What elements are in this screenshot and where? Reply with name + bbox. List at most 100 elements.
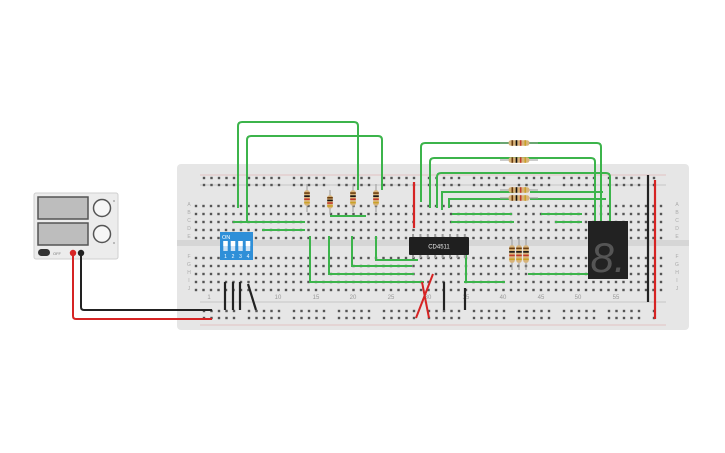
rail-hole[interactable] [367, 183, 371, 187]
breadboard-hole[interactable] [547, 288, 550, 292]
rail-hole[interactable] [352, 316, 356, 320]
breadboard-hole[interactable] [329, 212, 333, 216]
breadboard-hole[interactable] [329, 264, 333, 268]
breadboard-hole[interactable] [659, 220, 663, 224]
breadboard-hole[interactable] [232, 212, 235, 216]
rail-hole[interactable] [592, 316, 596, 320]
rail-hole[interactable] [577, 183, 581, 187]
breadboard-hole[interactable] [389, 228, 393, 232]
breadboard-hole[interactable] [247, 280, 250, 284]
rail-hole[interactable] [360, 316, 363, 320]
rail-hole[interactable] [457, 176, 461, 180]
resistor[interactable] [516, 245, 522, 263]
rail-hole[interactable] [630, 316, 633, 320]
breadboard-hole[interactable] [532, 264, 535, 268]
breadboard-hole[interactable] [292, 204, 295, 208]
rail-hole[interactable] [502, 309, 506, 313]
breadboard-hole[interactable] [652, 236, 655, 240]
rail-hole[interactable] [630, 309, 633, 313]
breadboard-hole[interactable] [209, 280, 213, 284]
breadboard-hole[interactable] [292, 236, 295, 240]
breadboard-hole[interactable] [292, 280, 295, 284]
breadboard-hole[interactable] [472, 236, 475, 240]
breadboard-hole[interactable] [554, 264, 558, 268]
breadboard-hole[interactable] [269, 264, 273, 268]
breadboard-hole[interactable] [224, 204, 228, 208]
breadboard-hole[interactable] [479, 204, 483, 208]
breadboard-hole[interactable] [404, 288, 408, 292]
breadboard-hole[interactable] [442, 220, 445, 224]
breadboard-hole[interactable] [472, 204, 475, 208]
breadboard-hole[interactable] [344, 256, 348, 260]
rail-hole[interactable] [472, 316, 476, 320]
breadboard-hole[interactable] [652, 256, 655, 260]
breadboard-hole[interactable] [502, 264, 505, 268]
breadboard-hole[interactable] [277, 236, 280, 240]
rail-hole[interactable] [232, 309, 236, 313]
breadboard-hole[interactable] [532, 236, 535, 240]
rail-hole[interactable] [577, 309, 581, 313]
breadboard-hole[interactable] [652, 228, 655, 232]
rail-hole[interactable] [367, 316, 371, 320]
breadboard-hole[interactable] [329, 228, 333, 232]
breadboard-hole[interactable] [314, 288, 318, 292]
breadboard-hole[interactable] [397, 288, 400, 292]
rail-hole[interactable] [502, 176, 506, 180]
breadboard-hole[interactable] [607, 204, 610, 208]
rail-hole[interactable] [345, 316, 348, 320]
breadboard-hole[interactable] [479, 288, 483, 292]
breadboard-hole[interactable] [637, 212, 640, 216]
breadboard-hole[interactable] [217, 272, 220, 276]
rail-hole[interactable] [225, 176, 228, 180]
breadboard-hole[interactable] [427, 280, 430, 284]
breadboard-hole[interactable] [292, 288, 295, 292]
rail-hole[interactable] [262, 183, 266, 187]
breadboard-hole[interactable] [592, 204, 595, 208]
breadboard-hole[interactable] [374, 220, 378, 224]
breadboard-hole[interactable] [494, 272, 498, 276]
green-wire[interactable] [246, 135, 383, 222]
rail-hole[interactable] [405, 316, 408, 320]
breadboard-hole[interactable] [262, 256, 265, 260]
dip-switch[interactable]: ON 1 2 3 4 [220, 232, 253, 260]
breadboard-hole[interactable] [637, 280, 640, 284]
breadboard-hole[interactable] [209, 236, 213, 240]
breadboard-hole[interactable] [577, 256, 580, 260]
breadboard-hole[interactable] [517, 220, 520, 224]
breadboard-hole[interactable] [209, 204, 213, 208]
rail-hole[interactable] [547, 316, 551, 320]
breadboard-hole[interactable] [217, 264, 220, 268]
breadboard-hole[interactable] [539, 288, 543, 292]
breadboard-hole[interactable] [262, 236, 265, 240]
breadboard-hole[interactable] [509, 228, 513, 232]
rail-hole[interactable] [300, 183, 303, 187]
rail-hole[interactable] [300, 316, 303, 320]
dip-switch-lever[interactable] [238, 241, 243, 246]
breadboard-hole[interactable] [239, 228, 243, 232]
breadboard-hole[interactable] [449, 264, 453, 268]
breadboard-hole[interactable] [577, 204, 580, 208]
breadboard-hole[interactable] [569, 264, 573, 268]
rail-hole[interactable] [615, 183, 618, 187]
rail-hole[interactable] [270, 183, 273, 187]
breadboard-hole[interactable] [299, 204, 303, 208]
breadboard-hole[interactable] [509, 288, 513, 292]
power-switch[interactable] [38, 249, 50, 256]
resistor[interactable] [509, 245, 515, 263]
rail-hole[interactable] [472, 309, 476, 313]
breadboard-hole[interactable] [367, 256, 370, 260]
breadboard-hole[interactable] [269, 204, 273, 208]
breadboard-hole[interactable] [622, 280, 625, 284]
breadboard-hole[interactable] [329, 288, 333, 292]
rail-hole[interactable] [292, 309, 296, 313]
breadboard-hole[interactable] [479, 264, 483, 268]
breadboard-hole[interactable] [629, 204, 633, 208]
breadboard-hole[interactable] [269, 212, 273, 216]
rail-hole[interactable] [337, 316, 341, 320]
rail-hole[interactable] [637, 183, 641, 187]
breadboard-hole[interactable] [494, 204, 498, 208]
breadboard-hole[interactable] [314, 212, 318, 216]
rail-hole[interactable] [570, 176, 573, 180]
breadboard-hole[interactable] [359, 212, 363, 216]
